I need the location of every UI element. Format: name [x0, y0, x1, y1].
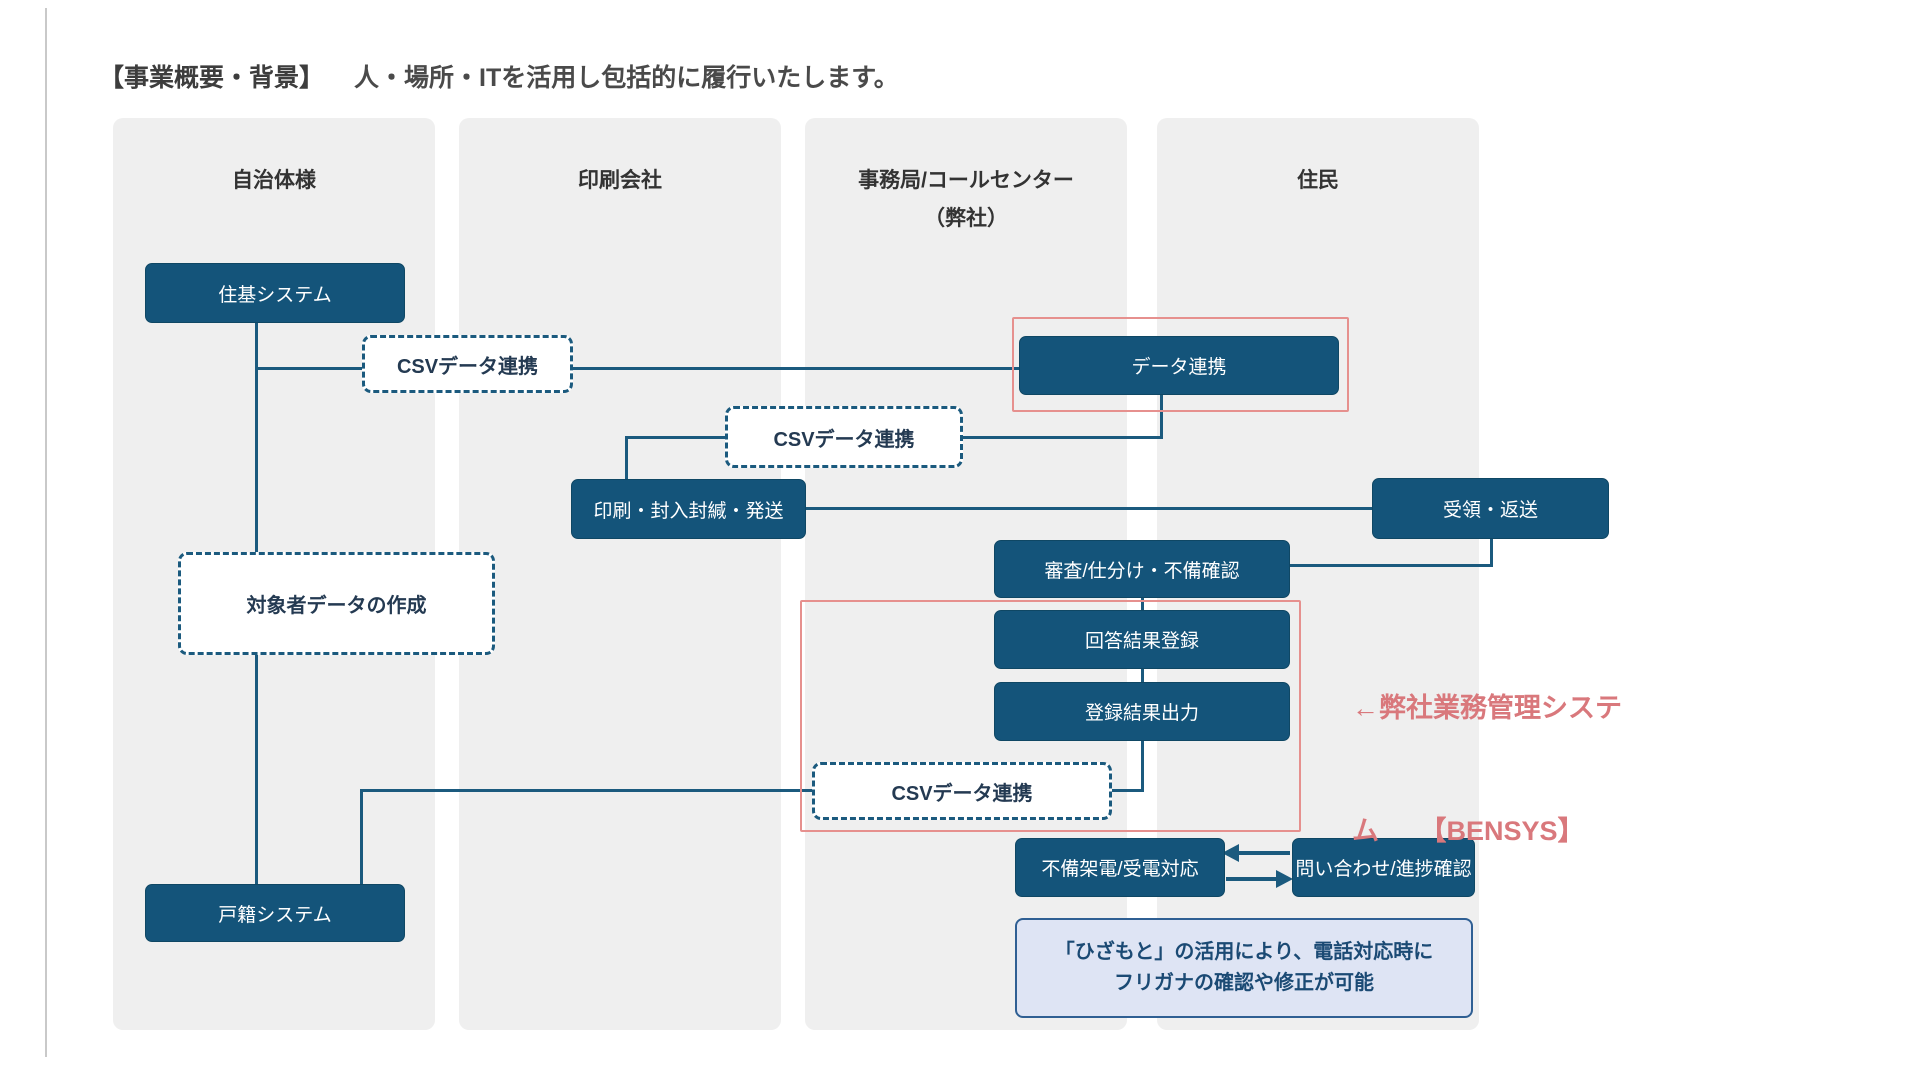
connector-csv1-to-data-renkei: [573, 367, 1019, 370]
connector-csv2-left: [625, 436, 725, 439]
connector-toroku-to-csv3: [1112, 789, 1144, 792]
connector-juryo-down: [1490, 537, 1493, 567]
node-inquiry-progress: 問い合わせ/進捗確認: [1292, 838, 1475, 897]
page-title: 【事業概要・背景】 人・場所・ITを活用し包括的に履行いたします。: [99, 58, 899, 94]
page-title-bracket: 【事業概要・背景】: [99, 64, 325, 92]
arrow-left-icon: [1222, 844, 1239, 862]
hizamoto-note-line2: フリガナの確認や修正が可能: [1114, 972, 1374, 994]
lane-header-printing-company: 印刷会社: [578, 169, 662, 192]
page-left-border: [45, 8, 47, 1057]
connector-data-renkei-to-csv2: [963, 436, 1163, 439]
node-defect-call-handling: 不備架電/受電対応: [1015, 838, 1225, 897]
bensys-annotation: ←弊社業務管理システ ム 【BENSYS】: [1352, 606, 1712, 934]
connector-csv2-to-insatsu: [625, 436, 628, 479]
connector-shinsa-to-kaito: [1141, 596, 1144, 610]
arrow-right-icon: [1276, 870, 1293, 888]
connector-data-renkei-down: [1160, 393, 1163, 439]
lane-printing-company: [459, 118, 781, 1030]
node-csv-link-2: CSVデータ連携: [725, 406, 963, 468]
connector-toroku-down: [1141, 739, 1144, 792]
page-title-text: 人・場所・ITを活用し包括的に履行いたします。: [354, 64, 899, 92]
node-csv-link-1: CSVデータ連携: [362, 335, 573, 393]
hizamoto-note-line1: 「ひざもと」の活用により、電話対応時に: [1054, 941, 1434, 963]
connector-juryo-to-shinsa: [1288, 564, 1493, 567]
bensys-annotation-line2: ム 【BENSYS】: [1352, 816, 1585, 846]
connector-taishosha-to-koseki: [255, 655, 258, 884]
connector-csv3-to-left: [360, 789, 812, 792]
arrow-fubi-to-toiawase-shaft: [1226, 877, 1278, 881]
node-receive-return: 受領・返送: [1372, 478, 1609, 539]
node-examination-sorting: 審査/仕分け・不備確認: [994, 540, 1290, 598]
lane-header-office-line2: （弊社）: [924, 207, 1008, 230]
hizamoto-note: 「ひざもと」の活用により、電話対応時に フリガナの確認や修正が可能: [1015, 918, 1473, 1018]
node-koseki-system: 戸籍システム: [145, 884, 405, 942]
connector-csv3-to-koseki: [360, 789, 363, 884]
node-registration-output: 登録結果出力: [994, 682, 1290, 741]
arrow-toiawase-to-fubi-shaft: [1238, 851, 1290, 855]
node-target-data-creation: 対象者データの作成: [178, 552, 495, 655]
connector-juki-to-taishosha: [255, 321, 258, 552]
connector-juki-to-csv1: [256, 367, 362, 370]
node-data-renkei: データ連携: [1019, 336, 1339, 395]
lane-header-residents: 住民: [1297, 169, 1339, 192]
lane-header-municipality: 自治体様: [232, 169, 316, 192]
lane-header-office-line1: 事務局/コールセンター: [858, 169, 1074, 192]
lane-header-office-callcenter: 事務局/コールセンター （弊社）: [805, 162, 1127, 238]
connector-insatsu-to-juryo: [804, 507, 1372, 510]
node-print-mail: 印刷・封入封緘・発送: [571, 479, 806, 539]
bensys-annotation-line1: ←弊社業務管理システ: [1352, 693, 1622, 723]
node-answer-registration: 回答結果登録: [994, 610, 1290, 669]
node-csv-link-3: CSVデータ連携: [812, 762, 1112, 820]
connector-kaito-to-toroku: [1141, 667, 1144, 682]
node-juki-system: 住基システム: [145, 263, 405, 323]
